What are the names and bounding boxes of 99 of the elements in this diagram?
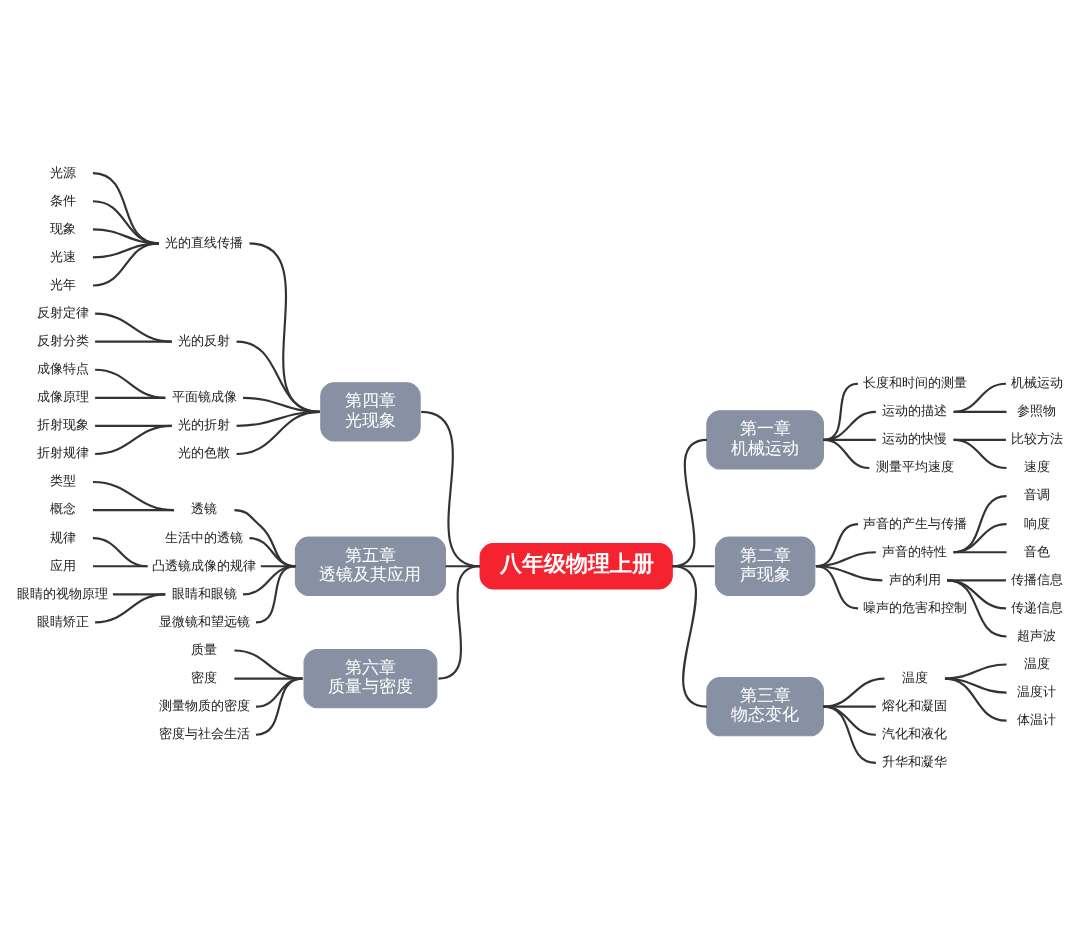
connector: [92, 537, 148, 568]
node-text: 生活中的透镜: [165, 529, 244, 545]
connector: [255, 565, 296, 624]
connector: [92, 242, 159, 287]
connector: [95, 312, 172, 343]
connector: [92, 565, 148, 568]
connector: [823, 438, 870, 470]
connector: [953, 551, 1007, 554]
node-text: 温度计: [1017, 683, 1057, 699]
node-text: 应用: [49, 557, 76, 573]
node-text: 条件: [49, 192, 76, 208]
connector: [946, 579, 1007, 638]
node-text: 速度: [1023, 459, 1050, 475]
node-box: 第六章 质量与密度: [303, 648, 438, 709]
node-box: 第四章 光现象: [320, 382, 421, 442]
node-text: 噪声的危害和控制: [862, 599, 967, 615]
node-box: 八年级物理上册: [479, 543, 673, 590]
node-text: 测量物质的密度: [158, 698, 250, 713]
node-text: 密度与社会生活: [158, 726, 250, 742]
node-text: 声音的产生与传播: [862, 515, 967, 531]
node-text: 传递信息: [1010, 599, 1063, 615]
node-text: 音调: [1023, 487, 1050, 503]
node-text: 光年: [49, 276, 76, 292]
node-text: 透镜: [191, 501, 218, 517]
node-text: 折射规律: [36, 445, 89, 461]
connector: [234, 649, 303, 680]
node-box: 第一章 机械运动: [706, 410, 824, 470]
node-text: 反射定律: [36, 304, 89, 320]
connector: [815, 565, 859, 610]
node-text: 熔化和凝固: [882, 698, 948, 713]
node-text: 响度: [1023, 515, 1050, 531]
node-box: 第五章 透镜及其应用: [294, 536, 447, 596]
node-text: 机械运动: [1010, 375, 1063, 391]
connector: [255, 677, 303, 736]
connector: [92, 509, 174, 512]
node-text: 体温计: [1017, 712, 1057, 728]
node-text: 比较方法: [1010, 431, 1063, 447]
node-text: 密度: [191, 669, 218, 685]
connector: [953, 523, 1007, 554]
node-box: 第二章 声现象: [714, 536, 816, 596]
connector: [234, 677, 303, 680]
node-text: 传播信息: [1010, 571, 1063, 587]
connector: [953, 410, 1007, 413]
node-text: 光的色散: [178, 445, 231, 461]
node-text: 眼睛矫正: [36, 613, 89, 629]
node-text: 运动的描述: [882, 403, 948, 419]
connector: [947, 579, 1007, 610]
connector: [823, 382, 859, 441]
node-text: 显微镜和望远镜: [158, 613, 250, 629]
connector: [92, 480, 174, 512]
node-text: 运动的快慢: [882, 431, 948, 447]
connector: [944, 663, 1007, 680]
connector: [95, 593, 166, 624]
connector: [953, 382, 1007, 413]
node-text: 概念: [49, 501, 76, 517]
connector: [95, 368, 166, 399]
node-text: 参照物: [1017, 403, 1057, 419]
node-text: 超声波: [1017, 627, 1057, 643]
node-text: 成像特点: [36, 361, 89, 377]
connector: [672, 565, 708, 708]
node-text: 眼睛的视物原理: [17, 585, 109, 601]
node-text: 眼睛和眼镜: [171, 585, 237, 601]
node-text: 现象: [49, 220, 76, 236]
connector: [236, 340, 320, 413]
connector: [95, 396, 166, 399]
node-text: 平面镜成像: [171, 389, 237, 405]
node-text: 光的反射: [178, 333, 231, 348]
node-text: 光的直线传播: [165, 234, 244, 250]
connector: [944, 677, 1007, 722]
connector: [242, 565, 296, 596]
node-text: 类型: [49, 473, 76, 489]
connector: [823, 705, 876, 764]
connector: [953, 495, 1007, 554]
connector: [92, 242, 159, 259]
node-text: 折射现象: [36, 417, 89, 433]
node-text: 声音的特性: [882, 543, 948, 559]
connector: [95, 424, 172, 456]
node-text: 音色: [1023, 543, 1050, 559]
node-text: 温度: [1023, 655, 1050, 671]
node-text: 温度: [901, 669, 928, 685]
node-text: 测量平均速度: [875, 459, 954, 475]
node-text: 成像原理: [36, 389, 89, 405]
connector: [823, 677, 885, 708]
node-text: 规律: [49, 529, 76, 545]
node-text: 反射分类: [36, 333, 89, 348]
node-text: 升华和凝华: [882, 754, 948, 770]
node-text: 凸透镜成像的规律: [152, 557, 257, 573]
connector: [95, 340, 172, 343]
node-text: 质量: [191, 641, 218, 657]
node-text: 光的折射: [178, 417, 231, 433]
connector: [438, 565, 481, 680]
node-text: 声的利用: [888, 571, 941, 587]
node-text: 长度和时间的测量: [862, 375, 967, 391]
node-text: 光速: [49, 248, 76, 264]
connector: [953, 438, 1007, 470]
node-text: 光源: [49, 164, 76, 180]
connector: [236, 410, 320, 456]
node-box: 第三章 物态变化: [706, 676, 824, 737]
node-text: 汽化和液化: [882, 726, 948, 742]
